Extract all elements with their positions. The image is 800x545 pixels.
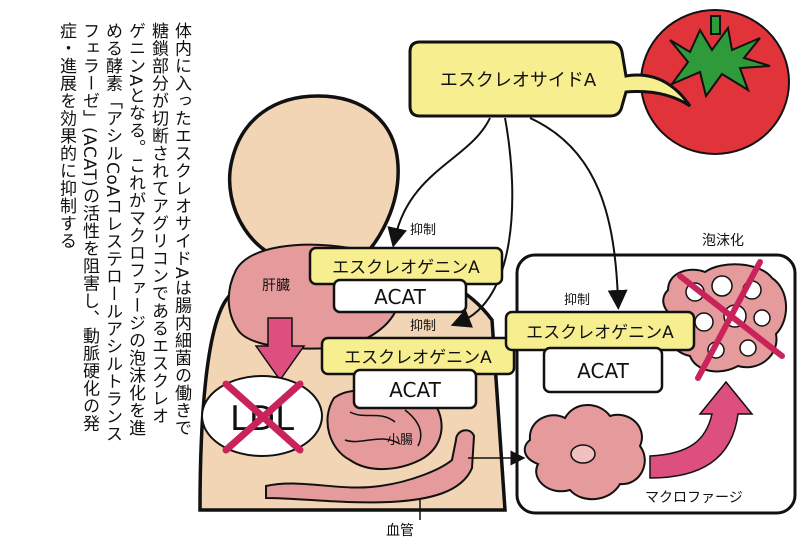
inhibit-label-1: 抑制 (410, 223, 436, 238)
ldl-crossed-out: LDL (201, 375, 323, 457)
arrow-to-liver (387, 117, 491, 248)
caption-vertical-text: 体内に入ったエスクレオサイドAは腸内細菌の働きで 糖鎖部分が切断されてアグリコン… (56, 22, 191, 443)
pink-curved-arrow (649, 380, 754, 479)
pink-down-arrow (254, 317, 306, 382)
enzyme-label-3: ACAT (577, 359, 629, 383)
vessel-label: 血管 (386, 523, 414, 539)
intestine-label: 小腸 (387, 433, 413, 448)
macrophage-cell (523, 404, 646, 501)
agent-label-1: エスクレオゲニンA (332, 258, 480, 278)
inhibit-label-2: 抑制 (410, 319, 436, 334)
agent-label-3: エスクレオゲニンA (526, 323, 674, 343)
arrow-to-macrophage (529, 117, 628, 310)
agent-box-liver: エスクレオゲニンA ACAT (308, 246, 504, 314)
inhibit-label-3: 抑制 (564, 293, 590, 308)
agent-box-macrophage: エスクレオゲニンA ACAT (504, 310, 696, 394)
enzyme-label-2: ACAT (389, 378, 441, 402)
arrow-to-intestine (450, 117, 514, 328)
macrophage-label: マクロファージ (645, 490, 743, 506)
tomato-illustration (640, 9, 790, 155)
agent-box-intestine: エスクレオゲニンA ACAT (320, 336, 516, 410)
foam-label: 泡沫化 (702, 233, 744, 249)
escleoside-a-label: エスクレオサイドA (440, 70, 597, 91)
escleoside-a-box (408, 40, 692, 118)
liver-label: 肝臓 (262, 278, 290, 294)
blood-vessel (265, 429, 476, 504)
agent-label-2: エスクレオゲニンA (344, 348, 492, 368)
enzyme-label-1: ACAT (374, 285, 426, 309)
